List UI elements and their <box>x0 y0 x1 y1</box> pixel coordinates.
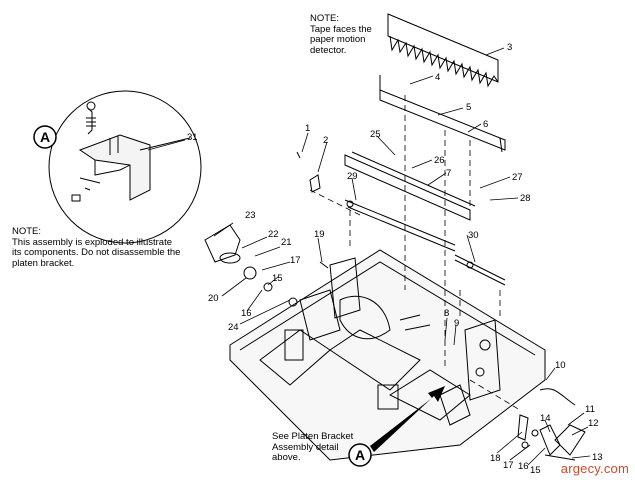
callout-24: 24 <box>228 322 239 333</box>
callout-6: 6 <box>483 119 488 130</box>
callout-9: 9 <box>454 318 459 329</box>
callout-leaders <box>147 47 591 466</box>
callout-17: 17 <box>290 255 301 266</box>
callout-2: 2 <box>323 135 328 146</box>
callout-15b: 15 <box>530 465 541 476</box>
detail-circle <box>48 90 202 244</box>
callout-13: 13 <box>592 452 603 463</box>
callout-20: 20 <box>208 293 219 304</box>
callout-17b: 17 <box>503 460 514 471</box>
watermark: argecy.com <box>560 461 629 476</box>
dashed-leaders <box>309 95 521 411</box>
rail-part <box>344 151 476 221</box>
callout-18: 18 <box>490 453 501 464</box>
assembly-note: NOTE: This assembly is exploded to illus… <box>12 226 181 269</box>
callout-30: 30 <box>468 230 479 241</box>
svg-text:A: A <box>355 447 365 463</box>
callout-26: 26 <box>434 155 445 166</box>
callout-numbers: 3 4 5 6 1 2 25 26 7 27 28 29 30 31 23 22… <box>187 42 603 476</box>
callout-10: 10 <box>555 360 566 371</box>
callout-29: 29 <box>347 171 358 182</box>
callout-14: 14 <box>540 413 551 424</box>
tape-part <box>387 13 499 88</box>
callout-31: 31 <box>187 132 198 143</box>
callout-28: 28 <box>520 193 531 204</box>
callout-12: 12 <box>588 418 599 429</box>
detail-badge: A <box>33 125 57 149</box>
small-parts-left <box>204 151 329 307</box>
detail-arrow: A <box>348 386 445 467</box>
bracket-part <box>379 75 506 153</box>
callout-3: 3 <box>507 42 512 53</box>
callout-16b: 16 <box>518 461 529 472</box>
callout-16: 16 <box>241 308 252 319</box>
see-detail-note: See Platen Bracket Assembly detail above… <box>272 431 354 463</box>
callout-7: 7 <box>446 168 451 179</box>
callout-19: 19 <box>314 229 325 240</box>
printer-base <box>229 249 546 461</box>
callout-25: 25 <box>370 129 381 140</box>
callout-23: 23 <box>245 210 256 221</box>
callout-5: 5 <box>466 102 471 113</box>
callout-4: 4 <box>435 72 440 83</box>
tape-note: NOTE: Tape faces the paper motion detect… <box>310 13 372 56</box>
shaft-parts <box>344 199 506 286</box>
callout-22: 22 <box>268 229 279 240</box>
callout-1: 1 <box>305 123 310 134</box>
svg-text:A: A <box>40 129 50 145</box>
callout-27: 27 <box>512 172 523 183</box>
callout-11: 11 <box>585 404 595 415</box>
callout-15: 15 <box>272 273 283 284</box>
callout-8: 8 <box>444 308 449 319</box>
small-parts-right <box>517 388 586 461</box>
callout-21: 21 <box>281 237 292 248</box>
